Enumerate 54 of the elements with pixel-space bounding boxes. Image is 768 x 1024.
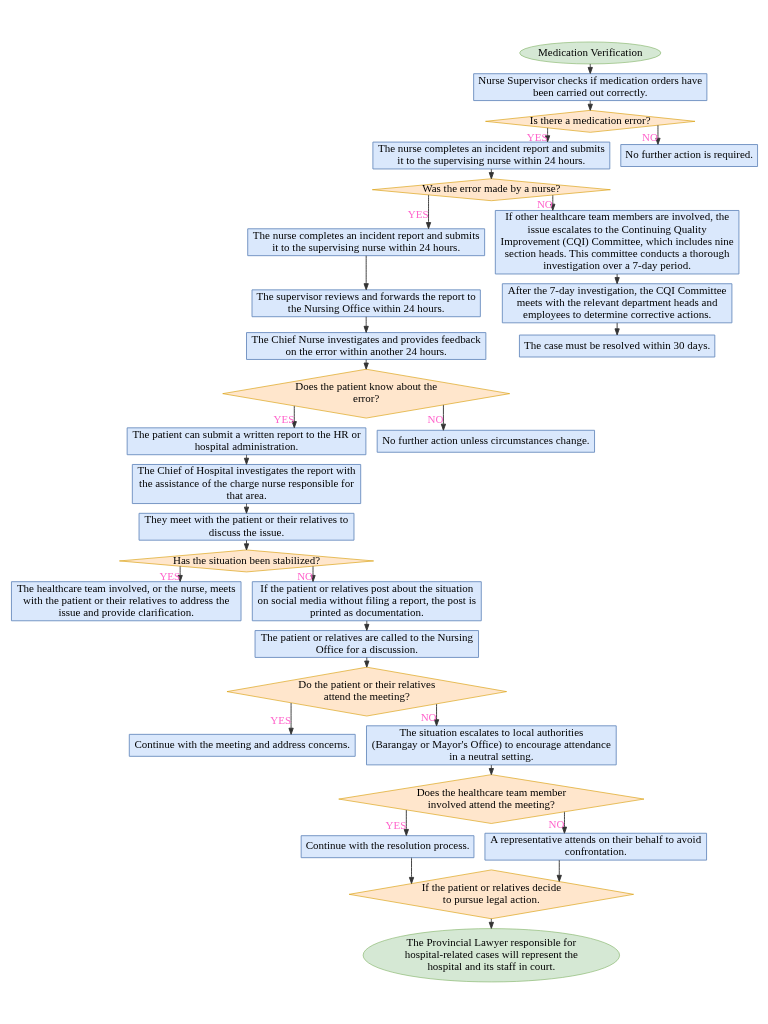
node-box: The situation escalates to local authorities (Barangay or Mayor's Office) to encourage attendance in a neutral setting. — [365, 725, 617, 766]
arrow — [288, 702, 294, 735]
node-box: The Chief of Hospital investigates the report with the assistance of the charge nurse responsible for that area. — [131, 464, 361, 504]
node-ellipse: The Provincial Lawyer responsible for hospital-related cases will represent the hospital and its staff in court. — [362, 928, 620, 983]
node-box: No further action unless circumstances change. — [376, 429, 595, 453]
arrow — [654, 124, 661, 145]
node-ellipse: Medication Verification — [518, 41, 661, 65]
node-box: Continue with the resolution process. — [300, 835, 474, 859]
node-diamond: If the patient or relatives decide to pursue legal action. — [348, 869, 634, 920]
arrow — [425, 194, 431, 230]
arrow — [440, 404, 446, 431]
arrow — [403, 809, 409, 836]
node-box: Continue with the meeting and address concerns. — [128, 733, 356, 757]
arrow — [614, 322, 620, 336]
arrow — [408, 857, 414, 884]
node-box: The nurse completes an incident report and submits it to the supervising nurse within 24 hours. — [246, 228, 485, 257]
node-box: Nurse Supervisor checks if medication orders have been carried out correctly. — [472, 73, 707, 102]
arrow — [363, 620, 369, 631]
node-diamond: Was the error made by a nurse? — [371, 178, 611, 201]
node-box: The nurse completes an incident report and submits it to the supervising nurse within 24 hours. — [371, 141, 610, 170]
arrow — [243, 454, 249, 465]
arrow — [243, 539, 249, 551]
node-box: The patient can submit a written report to the HR or hospital administration. — [126, 427, 366, 456]
node-box: They meet with the patient or their relatives to discuss the issue. — [138, 512, 354, 541]
arrow — [587, 100, 593, 111]
node-box: The case must be resolved within 30 days. — [518, 334, 715, 358]
node-box: A representative attends on their behalf to avoid confrontation. — [484, 832, 707, 861]
arrow — [291, 405, 297, 429]
node-diamond: Has the situation been stabilized? — [118, 549, 374, 573]
arrow — [556, 859, 562, 882]
arrow — [614, 273, 620, 285]
node-diamond: Is there a medication error? — [484, 110, 695, 133]
arrow — [587, 63, 593, 74]
arrow — [433, 703, 439, 727]
node-box: The patient or relatives are called to the Nursing Office for a discussion. — [254, 630, 479, 658]
arrow — [363, 255, 369, 291]
arrow — [544, 127, 550, 143]
arrow — [488, 168, 494, 180]
edge-label: YES — [526, 130, 548, 143]
node-box: The supervisor reviews and forwards the report to the Nursing Office within 24 hours. — [251, 289, 481, 318]
node-box: No further action is required. — [619, 144, 758, 167]
arrow — [177, 565, 183, 582]
node-box: After the 7-day investigation, the CQI Committee meets with the relevant department heads and employees to determine corrective actions. — [501, 283, 732, 324]
arrow — [488, 918, 494, 929]
edge-label: YES — [407, 207, 429, 220]
arrow — [363, 316, 369, 333]
node-box: The Chief Nurse investigates and provides feedback on the error within another 24 hours. — [245, 332, 486, 360]
edge-label: YES — [269, 714, 291, 727]
node-box: The healthcare team involved, or the nurse, meets with the patient or their relatives to address the issue and provide clarification. — [10, 581, 241, 622]
arrow — [363, 657, 369, 668]
arrow — [561, 811, 567, 834]
arrow — [488, 764, 494, 776]
node-box: If the patient or relatives post about the situation on social media without filing a report, the post is printed as documentation. — [251, 581, 482, 622]
node-box: If other healthcare team members are involved, the issue escalates to the Continuing Quality Improvement (CQI) Committee, which includes nine section heads. This committee conducts a thorough investigation over a 7-day period. — [494, 210, 739, 275]
